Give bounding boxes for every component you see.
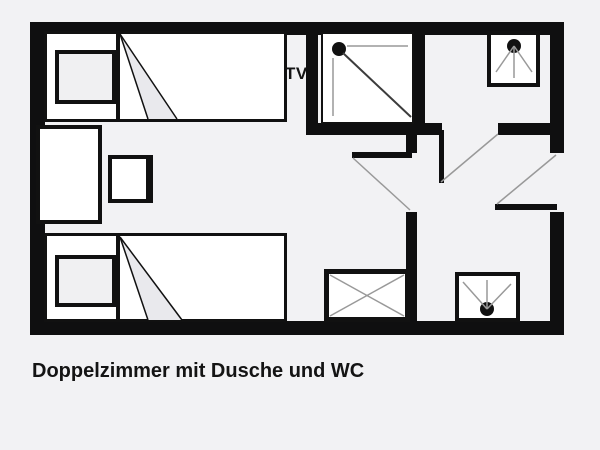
wc [455, 272, 520, 322]
chair-backrest-line [146, 159, 149, 199]
wall-right-lower [550, 212, 564, 335]
wall-hall-lower [406, 212, 417, 322]
bed-top-fold-line [116, 34, 120, 120]
entrance-door-leaf [495, 204, 557, 210]
wardrobe [324, 269, 410, 322]
washbasin [487, 31, 540, 87]
bed-bottom-fold-line [116, 236, 120, 320]
tv-label: TV [285, 64, 308, 83]
wall-hall-stub [406, 135, 417, 153]
wall-shower-divider [413, 22, 425, 123]
bedroom-door-leaf [352, 152, 412, 158]
desk [36, 125, 102, 224]
bed-top-pillow [55, 50, 116, 104]
chair [108, 155, 153, 203]
entrance-door-swing [496, 154, 557, 205]
wall-bathroom-left [306, 22, 318, 135]
wall-right-upper [550, 22, 564, 153]
bathroom-door-swing [440, 133, 499, 183]
wall-bathroom-bottom [306, 123, 442, 135]
bathroom-door-leaf [439, 130, 444, 183]
caption: Doppelzimmer mit Dusche und WC [32, 360, 365, 382]
wall-bottom [30, 321, 564, 335]
wall-sink-bottom [498, 123, 564, 135]
shower-tray [321, 32, 414, 124]
bed-bottom-pillow [55, 255, 116, 307]
bedroom-door-swing [352, 157, 411, 211]
